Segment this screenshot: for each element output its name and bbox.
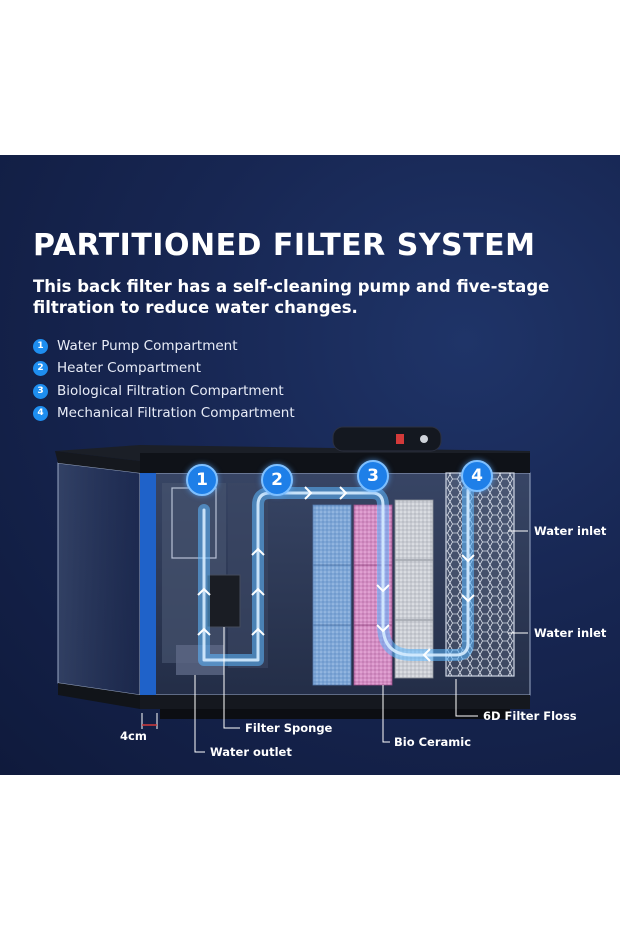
callout-bio-ceramic: Bio Ceramic — [394, 735, 472, 749]
callout-filter-sponge: Filter Sponge — [245, 721, 333, 735]
aquarium-diagram — [55, 426, 531, 753]
legend-label-mechanical: Mechanical Filtration Compartment — [57, 405, 295, 421]
compartment-badge-3: 3 — [357, 460, 389, 492]
product-panel: PARTITIONED FILTER SYSTEM This back filt… — [0, 155, 620, 775]
compartment-badge-1: 1 — [186, 464, 218, 496]
page-title: PARTITIONED FILTER SYSTEM — [33, 228, 536, 263]
page-subtitle: This back filter has a self-cleaning pum… — [33, 277, 550, 317]
legend-item-mechanical: 4 Mechanical Filtration Compartment — [33, 403, 295, 423]
callout-water-outlet: Water outlet — [210, 745, 292, 759]
callout-water-inlet-bottom: Water inlet — [534, 626, 607, 640]
legend-label-biological: Biological Filtration Compartment — [57, 383, 284, 399]
legend-badge-3: 3 — [33, 383, 48, 399]
legend-item-biological: 3 Biological Filtration Compartment — [33, 381, 284, 401]
legend-badge-1: 1 — [33, 338, 48, 354]
compartment-badge-2: 2 — [261, 464, 293, 496]
legend-item-heater: 2 Heater Compartment — [33, 358, 201, 378]
compartment-badge-4: 4 — [461, 460, 493, 492]
legend-badge-2: 2 — [33, 360, 48, 376]
dimension-label: 4cm — [120, 729, 147, 743]
callout-water-inlet-top: Water inlet — [534, 524, 607, 538]
legend-item-water-pump: 1 Water Pump Compartment — [33, 336, 238, 356]
callout-filter-floss: 6D Filter Floss — [483, 709, 577, 723]
legend-badge-4: 4 — [33, 405, 48, 421]
legend-label-heater: Heater Compartment — [57, 360, 201, 376]
legend-label-water-pump: Water Pump Compartment — [57, 338, 238, 354]
